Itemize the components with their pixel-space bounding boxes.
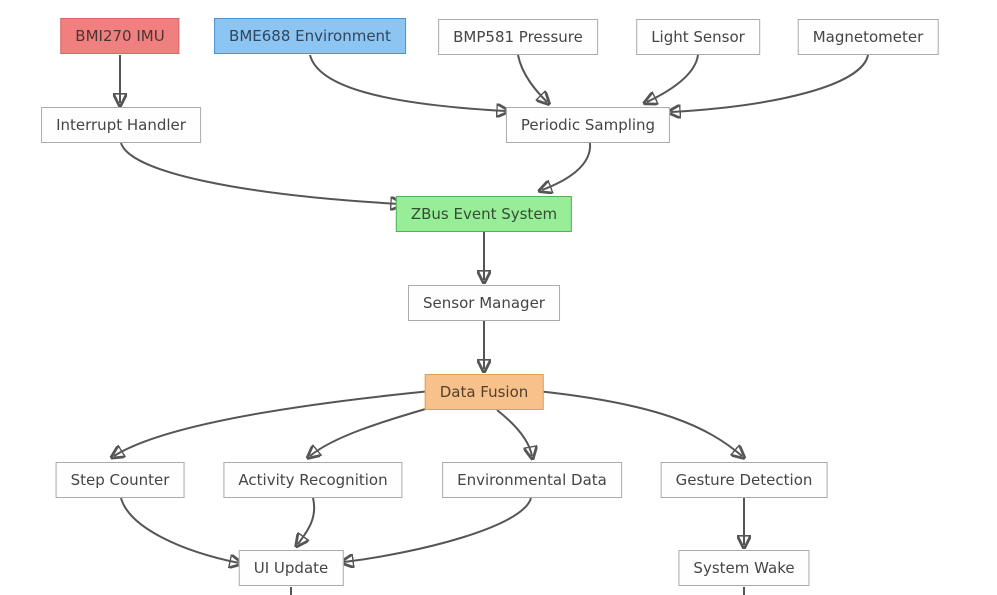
node-environmental-data: Environmental Data <box>442 462 622 498</box>
node-magnetometer: Magnetometer <box>797 19 939 55</box>
node-bmp581-pressure: BMP581 Pressure <box>438 19 598 55</box>
edge-activity-recognition-to-ui-update <box>298 497 316 544</box>
node-sensor-manager: Sensor Manager <box>408 285 560 321</box>
node-ui-update: UI Update <box>238 550 344 586</box>
node-zbus-event-system: ZBus Event System <box>395 196 573 232</box>
edge-data-fusion-to-activity-recognition <box>310 405 437 456</box>
node-gesture-detection: Gesture Detection <box>660 462 828 498</box>
edge-periodic-sampling-to-zbus <box>542 142 592 190</box>
edge-data-fusion-to-step-counter <box>114 390 432 456</box>
node-data-fusion: Data Fusion <box>424 374 544 410</box>
edge-data-fusion-to-environmental-data <box>496 409 532 456</box>
edge-light-sensor-to-periodic-sampling <box>647 54 699 102</box>
edge-environmental-data-to-ui-update <box>344 497 532 562</box>
edge-interrupt-handler-to-zbus <box>120 142 400 204</box>
edge-bmp581-to-periodic-sampling <box>517 54 547 102</box>
node-activity-recognition: Activity Recognition <box>223 462 403 498</box>
node-light-sensor: Light Sensor <box>636 19 760 55</box>
edge-magnetometer-to-periodic-sampling <box>671 54 869 112</box>
node-step-counter: Step Counter <box>55 462 185 498</box>
edge-step-counter-to-ui-update <box>120 497 239 563</box>
node-bmi270-imu: BMI270 IMU <box>60 18 180 54</box>
node-interrupt-handler: Interrupt Handler <box>41 107 201 143</box>
node-bme688-environment: BME688 Environment <box>214 18 406 54</box>
node-periodic-sampling: Periodic Sampling <box>505 107 671 143</box>
edge-bme688-to-periodic-sampling <box>309 54 506 111</box>
edge-data-fusion-to-gesture-detection <box>536 390 742 456</box>
node-system-wake: System Wake <box>678 550 810 586</box>
